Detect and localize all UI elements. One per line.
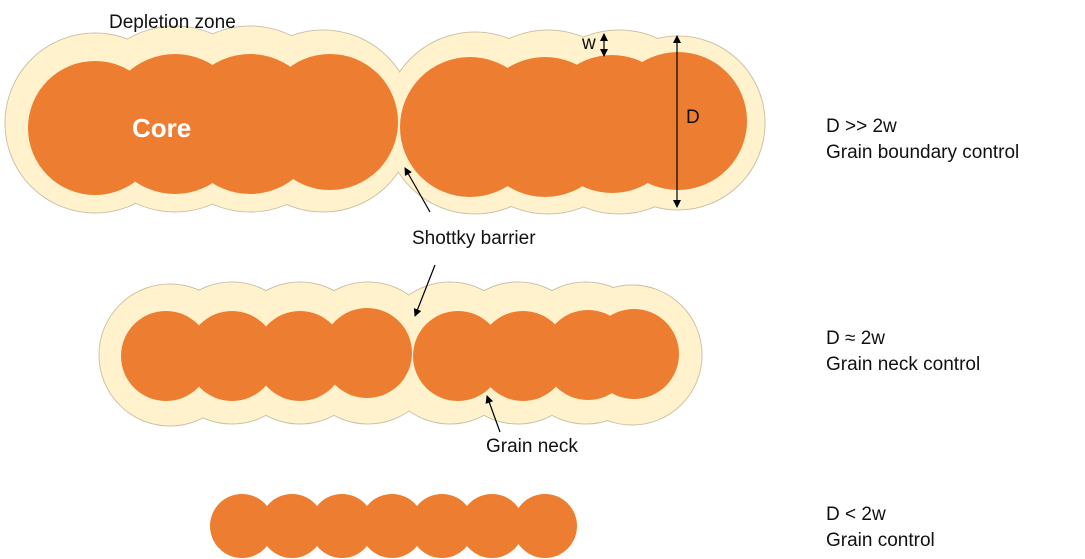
core-label: Core <box>132 113 191 144</box>
row-1-condition: D >> 2w <box>826 114 1019 140</box>
row-3-regime: Grain control <box>826 528 935 554</box>
small-grain-chain <box>210 494 577 558</box>
grain-neck-label: Grain neck <box>486 436 578 459</box>
row-2-description: D ≈ 2w Grain neck control <box>826 326 980 377</box>
row-2-regime: Grain neck control <box>826 352 980 378</box>
row-3-description: D < 2w Grain control <box>826 502 935 553</box>
row-2-condition: D ≈ 2w <box>826 326 980 352</box>
w-label: w <box>582 33 596 56</box>
schottky-barrier-label: Shottky barrier <box>412 228 536 251</box>
large-grain-chain <box>5 26 765 214</box>
row-3-condition: D < 2w <box>826 502 935 528</box>
row-1-regime: Grain boundary control <box>826 140 1019 166</box>
row-1-description: D >> 2w Grain boundary control <box>826 114 1019 165</box>
medium-grain-chain <box>99 282 702 426</box>
d-label: D <box>686 107 700 130</box>
depletion-zone-label: Depletion zone <box>109 12 236 35</box>
